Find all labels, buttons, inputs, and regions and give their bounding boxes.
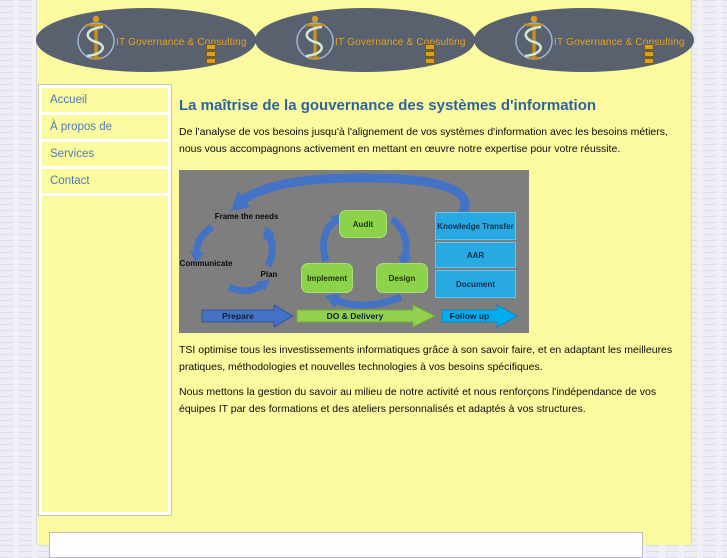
sidebar-item-services[interactable]: Services — [42, 142, 168, 166]
sidebar-filler — [42, 196, 168, 512]
tsi-logo-icon — [296, 15, 334, 60]
diagram-label-plan: Plan — [260, 270, 278, 279]
stack-icon — [644, 44, 654, 65]
stack-icon — [425, 44, 435, 65]
diagram-label-communicate: Communicate — [179, 259, 233, 268]
diagram-box-aar: AAR — [435, 242, 516, 268]
diagram-box-audit: Audit — [339, 210, 387, 238]
intro-paragraph: De l'analyse de vos besoins jusqu'à l'al… — [179, 126, 668, 155]
diagram-phase-do-delivery: DO & Delivery — [326, 311, 384, 321]
body-paragraph: TSI optimise tous les investissements in… — [179, 344, 673, 373]
diagram-box-implement: Implement — [301, 263, 353, 293]
logo-banner: IT Governance & Consulting — [474, 8, 694, 72]
sidebar-item-accueil[interactable]: Accueil — [42, 88, 168, 112]
diagram-phase-prepare: Prepare — [222, 311, 254, 321]
sidebar-nav: Accueil À propos de Services Contact — [38, 84, 172, 516]
logo-text: IT Governance & Consulting — [554, 37, 685, 48]
tsi-logo-icon — [515, 15, 553, 60]
site-page: IT Governance & Consulting IT Governance… — [36, 0, 694, 558]
body-paragraph: Nous mettons la gestion du savoir au mil… — [179, 386, 657, 415]
page-title: La maîtrise de la gouvernance des systèm… — [179, 97, 597, 114]
sidebar-item-a-propos[interactable]: À propos de — [42, 115, 168, 139]
diagram-box-knowledge-transfer: Knowledge Transfer — [435, 212, 516, 240]
diagram-arrows-graphic — [190, 173, 519, 328]
governance-process-diagram: Frame the needs Communicate Plan Audit I… — [179, 170, 529, 333]
sidebar-item-contact[interactable]: Contact — [42, 169, 168, 193]
diagram-phase-follow-up: Follow up — [449, 311, 490, 321]
diagram-box-design: Design — [376, 263, 428, 293]
diagram-label-frame-the-needs: Frame the needs — [214, 212, 279, 221]
main-content: La maîtrise de la gouvernance des systèm… — [179, 85, 693, 418]
footer-bar — [49, 532, 643, 558]
logo-text: IT Governance & Consulting — [335, 37, 466, 48]
diagram-knowledge-stack: Knowledge Transfer AAR Document — [435, 212, 516, 300]
logo-banner: IT Governance & Consulting — [36, 8, 256, 72]
logo-banner: IT Governance & Consulting — [255, 8, 475, 72]
tsi-logo-icon — [77, 15, 115, 60]
logo-text: IT Governance & Consulting — [116, 37, 247, 48]
diagram-box-document: Document — [435, 270, 516, 298]
stack-icon — [206, 44, 216, 65]
